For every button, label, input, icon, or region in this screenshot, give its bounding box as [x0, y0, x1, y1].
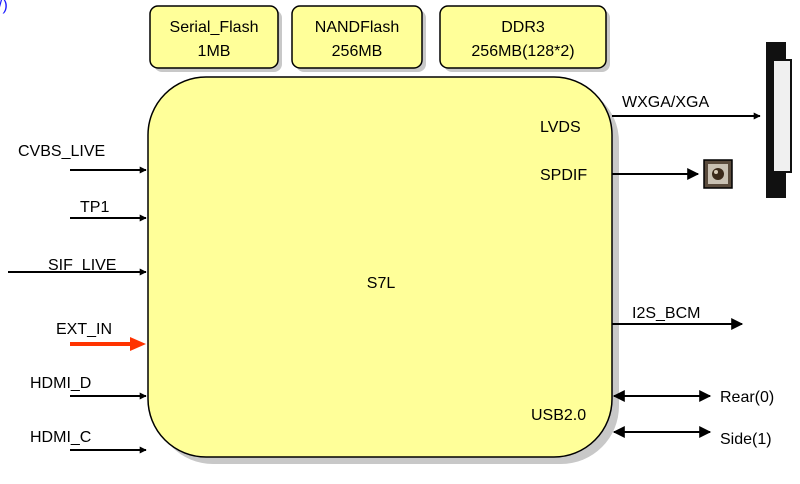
input-sif-label: SIF_LIVE [48, 257, 116, 274]
input-tp1-label: TP1 [80, 199, 109, 216]
memory-serial-flash-size: 1MB [198, 43, 231, 60]
output-wxga-label: WXGA/XGA [622, 94, 709, 111]
memory-serial-flash-name: Serial_Flash [170, 19, 259, 36]
memory-nand-flash: NANDFlash 256MB [291, 5, 426, 72]
input-hdmi-c-label: HDMI_C [30, 429, 91, 446]
output-side-label: Side(1) [720, 431, 772, 448]
memory-ddr3-size: 256MB(128*2) [471, 43, 574, 60]
memory-nand-flash-name: NANDFlash [315, 19, 399, 36]
memory-serial-flash: Serial_Flash 1MB [149, 5, 282, 72]
input-ext-in-arrowhead [130, 337, 146, 351]
port-spdif: SPDIF [540, 167, 587, 184]
port-usb: USB2.0 [531, 407, 586, 424]
input-hdmi-d-label: HDMI_D [30, 375, 91, 392]
input-cvbs-label: CVBS_LIVE [18, 143, 105, 160]
memory-ddr3: DDR3 256MB(128*2) [439, 5, 610, 72]
chip-s7l: S7L LVDS SPDIF USB2.0 [147, 76, 619, 464]
output-rear-label: Rear(0) [720, 389, 774, 406]
audio-jack-icon [703, 159, 733, 189]
display-panel-icon [766, 42, 792, 198]
port-lvds: LVDS [540, 119, 581, 136]
input-ext-in-label: EXT_IN [56, 321, 112, 338]
output-i2s-label: I2S_BCM [632, 305, 700, 322]
chip-name: S7L [367, 275, 396, 292]
corner-text: /) [0, 0, 8, 14]
memory-nand-flash-size: 256MB [332, 43, 383, 60]
memory-ddr3-name: DDR3 [501, 19, 545, 36]
